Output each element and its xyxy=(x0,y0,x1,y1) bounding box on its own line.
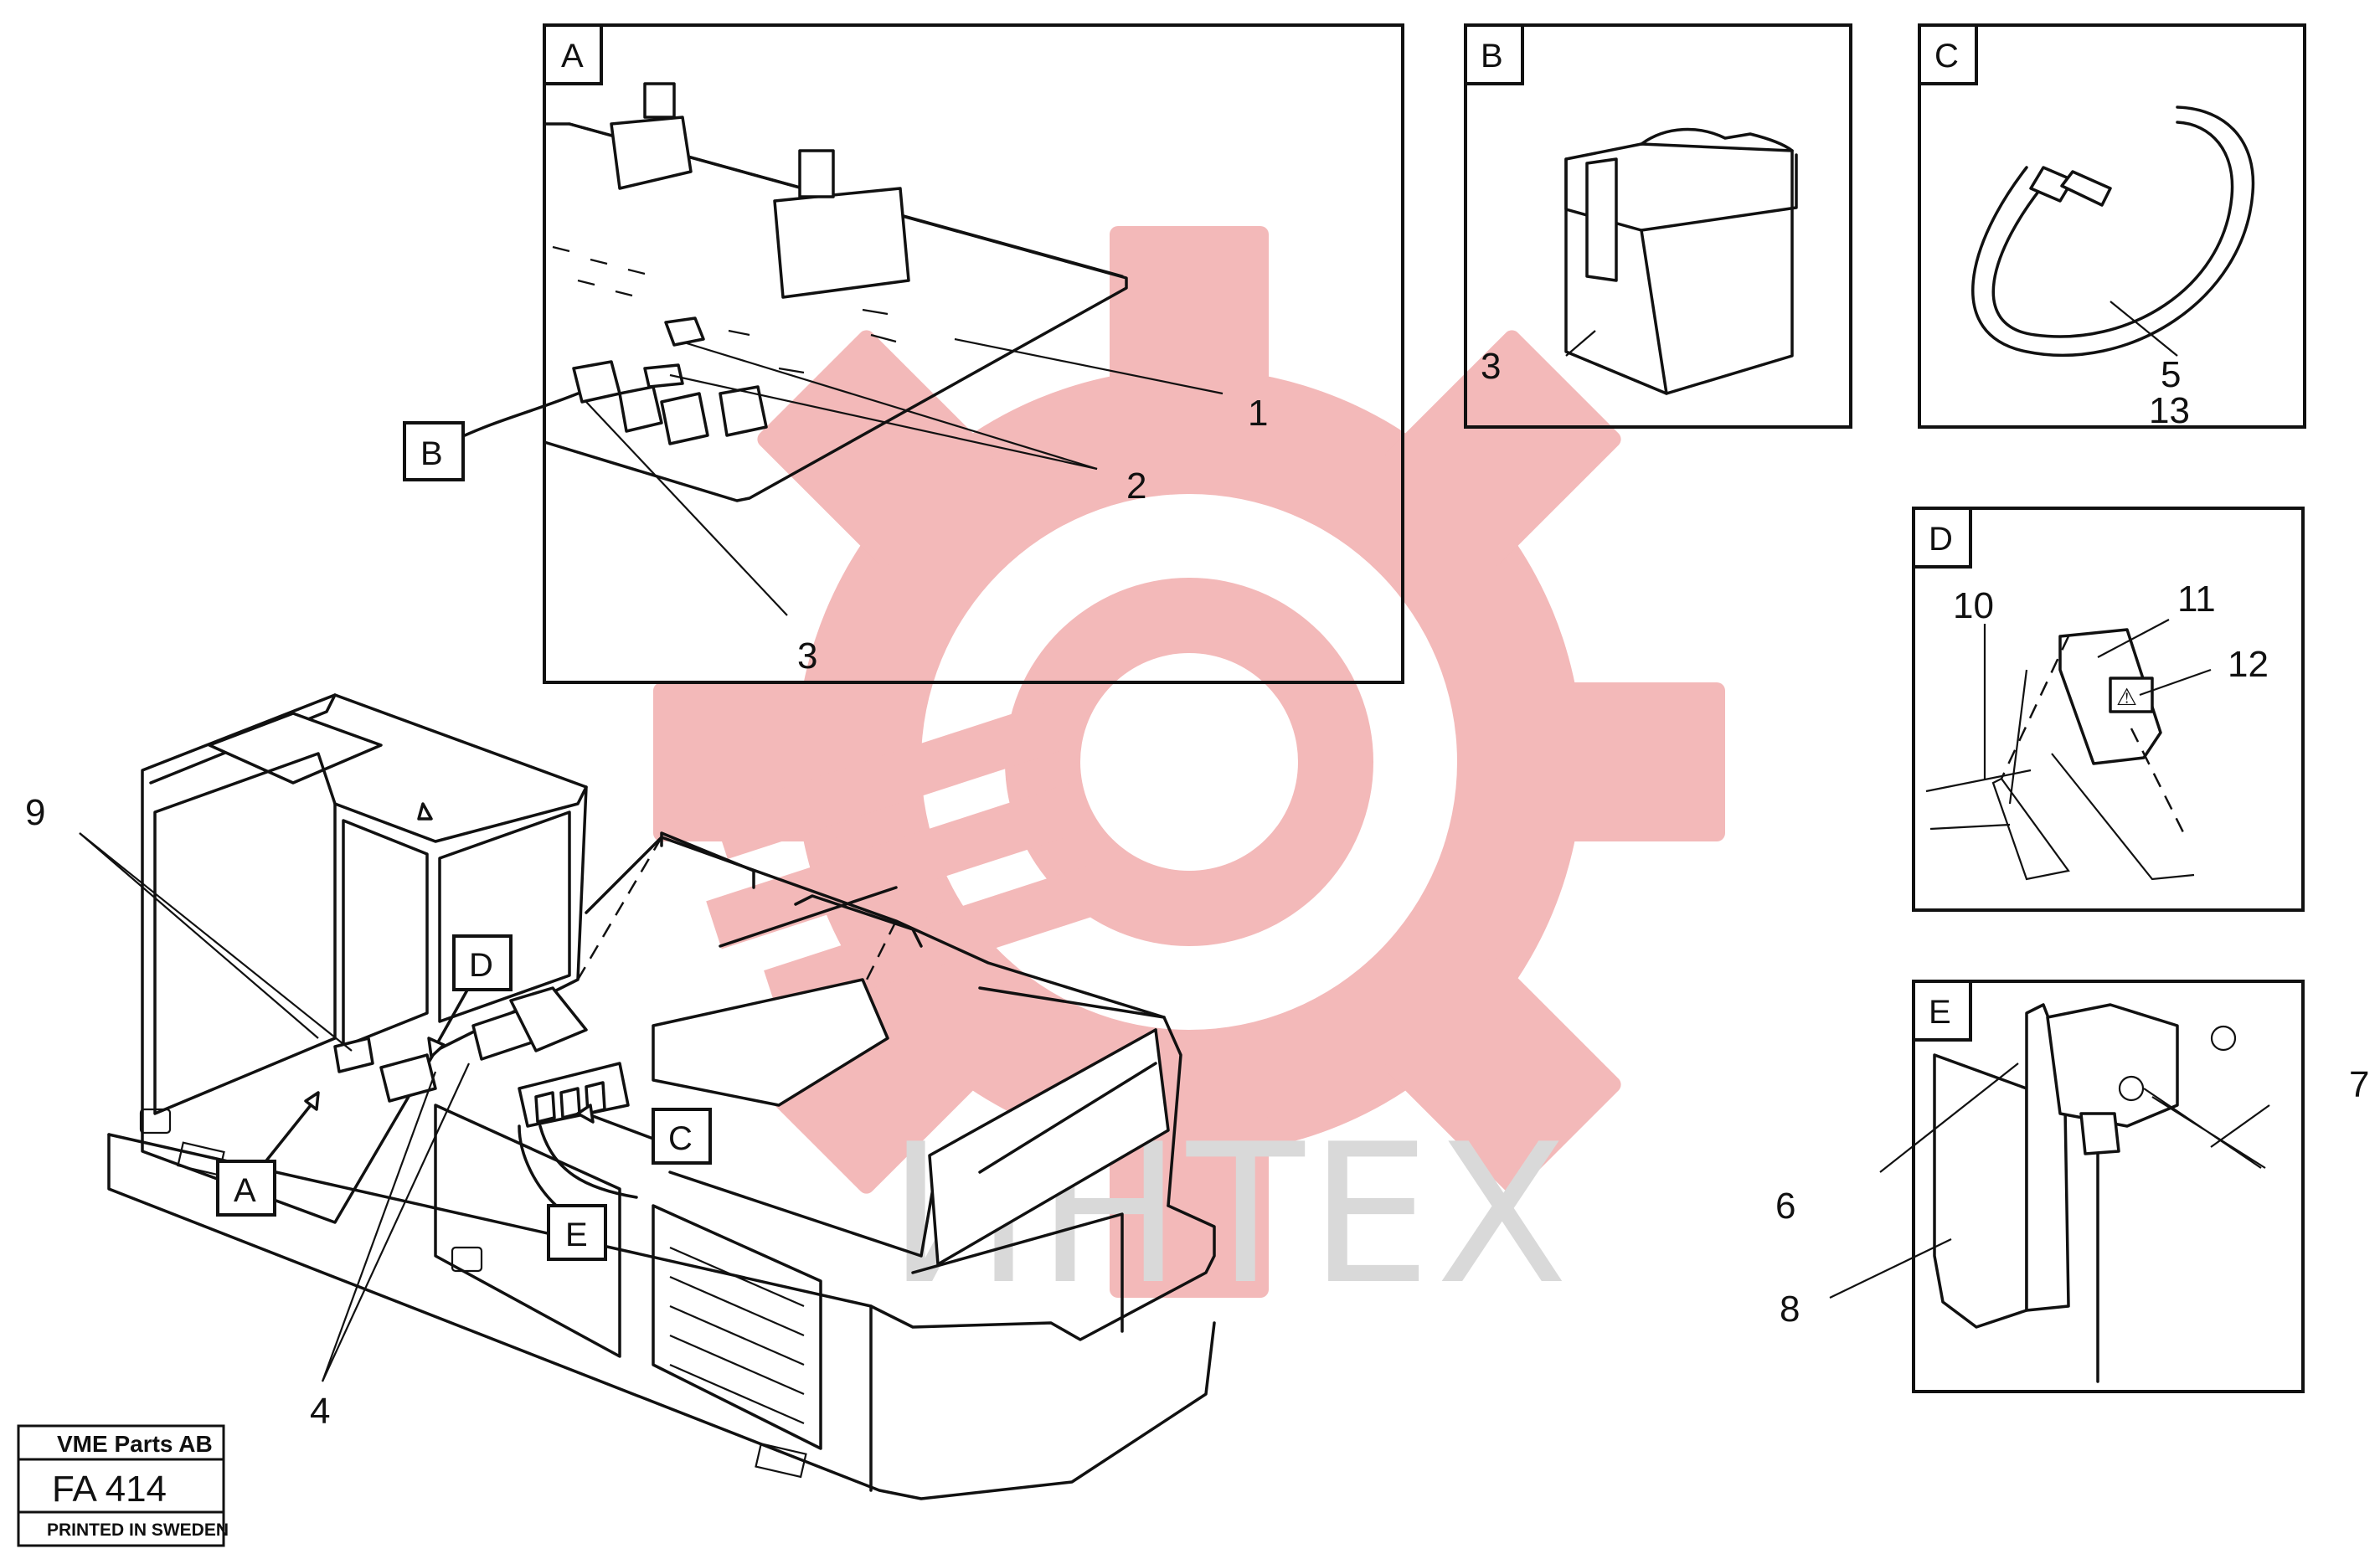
callout-5: 5 xyxy=(2161,354,2181,395)
title-block-company: VME Parts AB xyxy=(57,1431,213,1457)
callout-12: 12 xyxy=(2228,644,2269,685)
callout-2: 2 xyxy=(1126,466,1146,507)
callout-8: 8 xyxy=(1780,1289,1800,1330)
warning-switch-icon: ⚠ xyxy=(2116,683,2137,711)
callout-3-panel-a: 3 xyxy=(797,635,817,677)
tag-d: D xyxy=(469,947,493,984)
callout-13: 13 xyxy=(2149,390,2190,431)
callout-11: 11 xyxy=(2177,579,2216,620)
callout-7: 7 xyxy=(2349,1064,2369,1105)
detail-panel-d: D ⚠ 10 11 12 xyxy=(1912,507,2305,912)
tag-e: E xyxy=(565,1217,588,1253)
detail-panel-c: C 5 13 xyxy=(1918,23,2306,431)
excavator-upper-structure-drawing: A D C E 9 4 xyxy=(25,693,1216,1500)
tag-a: A xyxy=(234,1172,256,1209)
title-block: VME Parts AB FA 414 PRINTED IN SWEDEN xyxy=(17,1424,229,1547)
watermark-gear-logo: ИНТЕХ xyxy=(653,226,1725,1327)
title-block-code: FA 414 xyxy=(52,1469,167,1510)
ref-tag-b: B xyxy=(420,435,443,472)
panel-e-letter: E xyxy=(1929,994,1951,1031)
detail-panel-b: B 3 xyxy=(1464,23,1852,429)
callout-9: 9 xyxy=(25,792,45,833)
callout-6: 6 xyxy=(1775,1186,1795,1227)
panel-d-letter: D xyxy=(1929,521,1953,558)
detail-panel-a: A 1 2 3 B xyxy=(403,23,1404,684)
callout-4: 4 xyxy=(310,1391,330,1432)
tag-c: C xyxy=(668,1120,693,1157)
detail-panel-e: E 6 7 8 xyxy=(1775,980,2369,1393)
callout-3-panel-b: 3 xyxy=(1481,346,1501,387)
panel-c-letter: C xyxy=(1934,38,1959,75)
title-block-printed: PRINTED IN SWEDEN xyxy=(47,1520,229,1540)
callout-10: 10 xyxy=(1953,585,1994,626)
panel-a-letter: A xyxy=(561,38,584,75)
callout-1: 1 xyxy=(1248,393,1268,434)
panel-b-letter: B xyxy=(1481,38,1503,75)
